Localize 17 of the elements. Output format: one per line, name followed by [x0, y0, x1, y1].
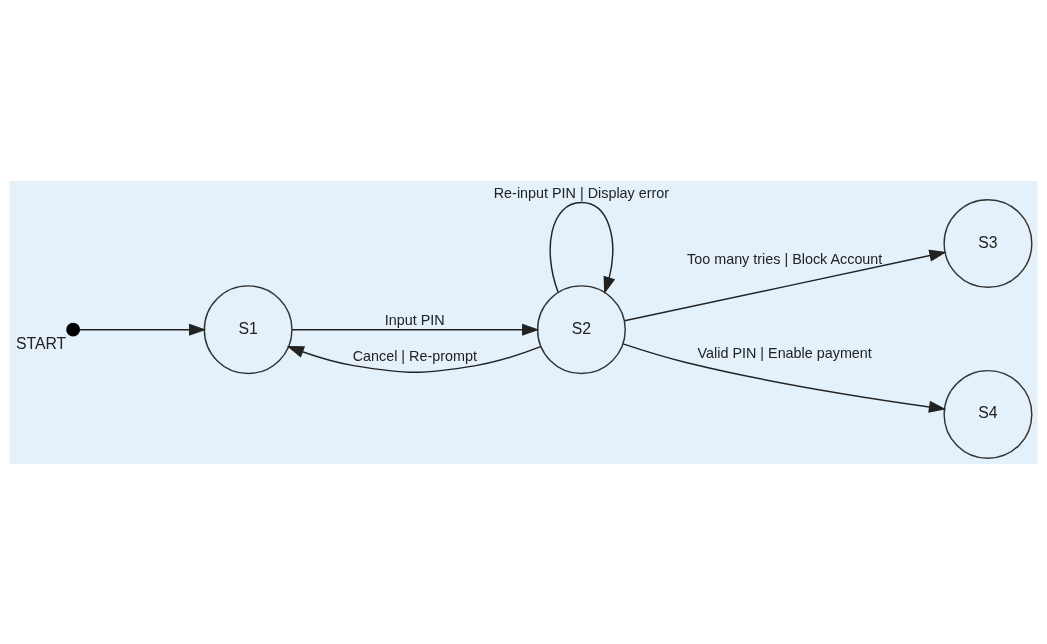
arrow — [623, 249, 947, 321]
edge-label: Re-input PIN | Display error — [493, 184, 670, 201]
node-circle: S3 — [943, 198, 1033, 288]
node-circle: S4 — [943, 369, 1033, 459]
arrow — [549, 201, 616, 294]
edge-label: Too many tries | Block Account — [687, 250, 883, 267]
arrow — [622, 342, 947, 413]
edge-label: Valid PIN | Enable payment — [697, 344, 872, 361]
node-circle: S1 — [203, 284, 293, 374]
node-label: START — [15, 334, 67, 352]
arrow — [291, 323, 540, 336]
edge-label: Cancel | Re-prompt — [352, 347, 477, 364]
edge-label: Input PIN — [384, 311, 445, 328]
node-circle: S2 — [536, 284, 626, 374]
node-circle — [66, 322, 81, 337]
arrow — [286, 345, 542, 373]
arrow — [78, 323, 207, 336]
